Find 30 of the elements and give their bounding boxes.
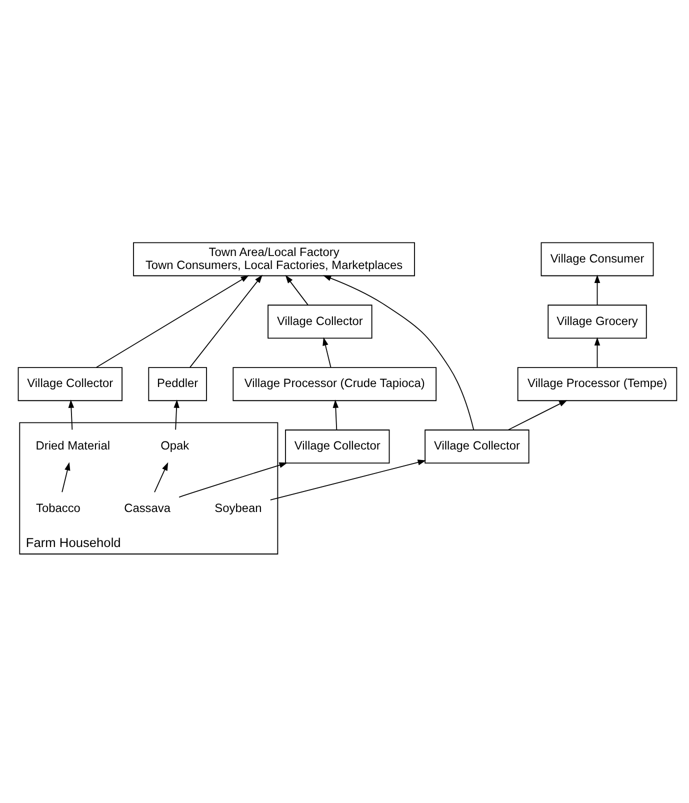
node-box: Village Collector: [424, 429, 530, 464]
node-box: Village Grocery: [548, 304, 647, 338]
node-text: Dried Material: [36, 438, 110, 452]
arrow: [174, 399, 180, 430]
arrow: [178, 462, 288, 498]
node-text: Tobacco: [36, 500, 80, 515]
node-text: Soybean: [214, 500, 262, 515]
arrow: [270, 459, 426, 500]
arrow: [322, 336, 332, 368]
node-box: Village Collector: [268, 304, 372, 338]
arrow: [332, 399, 339, 430]
arrow: [508, 400, 568, 430]
node-box: Village Collector: [285, 429, 390, 464]
arrow: [154, 462, 168, 492]
node-box: Village Consumer: [540, 242, 654, 276]
node-text: Cassava: [124, 500, 170, 515]
arrow: [322, 274, 474, 430]
arrow: [190, 274, 263, 368]
arrow: [285, 274, 308, 305]
arrow: [68, 399, 74, 430]
arrow: [96, 274, 250, 368]
node-text: Opak: [160, 438, 190, 452]
arrow: [62, 462, 70, 492]
node-box: Village Collector: [18, 366, 122, 401]
node-box: Peddler: [148, 366, 207, 401]
node-box: Town Area/Local Factory Town Consumers, Local Factories, Marketplaces: [133, 242, 415, 276]
arrow: [594, 336, 600, 368]
node-box: Village Processor (Crude Tapioca): [232, 366, 437, 401]
arrow: [594, 274, 600, 305]
node-box: Village Processor (Tempe): [517, 366, 678, 401]
